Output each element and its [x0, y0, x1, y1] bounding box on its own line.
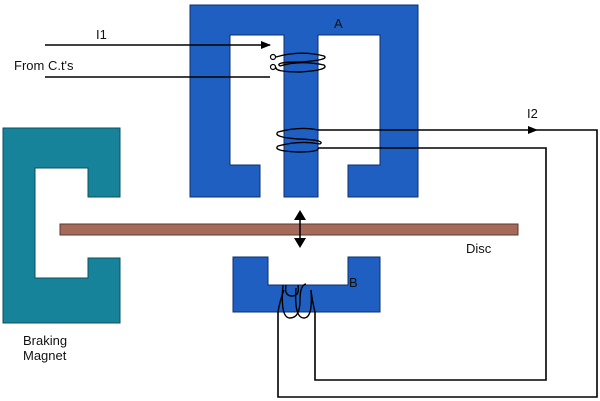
- label-magnet-a: A: [334, 16, 343, 31]
- label-i2: I2: [527, 106, 538, 121]
- label-braking: Braking: [23, 333, 67, 348]
- lower-coil: [277, 283, 316, 319]
- label-magnet: Magnet: [23, 348, 67, 363]
- i2-inner-loop: [314, 147, 547, 381]
- label-from-cts: From C.t's: [14, 58, 74, 73]
- disc-axis-arrows: [294, 210, 306, 248]
- upper-coil: [275, 52, 326, 73]
- coil-terminals: [269, 53, 277, 71]
- center-secondary-coil: [276, 127, 322, 153]
- label-disc: Disc: [466, 241, 492, 256]
- disc: [59, 223, 519, 236]
- label-magnet-b: B: [349, 275, 358, 290]
- label-i1: I1: [96, 27, 107, 42]
- upper-electromagnet-a: [189, 4, 419, 198]
- lower-electromagnet-b: [232, 256, 381, 313]
- i2-outer-loop: [277, 129, 598, 398]
- braking-magnet: [2, 127, 121, 324]
